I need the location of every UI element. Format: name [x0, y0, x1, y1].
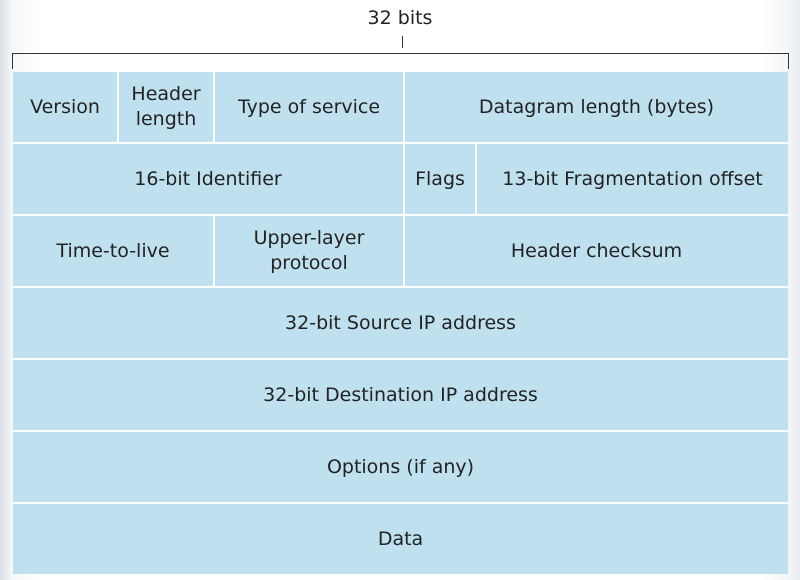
field-time-to-live: Time-to-live	[13, 216, 213, 286]
row-7: Data	[13, 502, 788, 574]
bracket-center-tick	[402, 36, 403, 48]
field-datagram-length: Datagram length (bytes)	[403, 72, 788, 142]
row-5: 32-bit Destination IP address	[13, 358, 788, 430]
field-header-checksum: Header checksum	[403, 216, 788, 286]
row-3: Time-to-live Upper-layer protocol Header…	[13, 214, 788, 286]
field-header-length: Header length	[117, 72, 213, 142]
field-flags: Flags	[403, 144, 475, 214]
row-4: 32-bit Source IP address	[13, 286, 788, 358]
row-6: Options (if any)	[13, 430, 788, 502]
field-fragmentation-offset: 13-bit Fragmentation offset	[475, 144, 788, 214]
field-identifier: 16-bit Identifier	[13, 144, 403, 214]
ip-datagram-format: Version Header length Type of service Da…	[13, 72, 788, 574]
row-1: Version Header length Type of service Da…	[13, 72, 788, 142]
field-type-of-service: Type of service	[213, 72, 403, 142]
row-2: 16-bit Identifier Flags 13-bit Fragmenta…	[13, 142, 788, 214]
width-bracket	[12, 53, 789, 54]
field-options: Options (if any)	[13, 432, 788, 502]
field-upper-layer-protocol: Upper-layer protocol	[213, 216, 403, 286]
width-label: 32 bits	[367, 7, 433, 29]
field-destination-ip: 32-bit Destination IP address	[13, 360, 788, 430]
bracket-left-end	[12, 53, 13, 69]
bracket-right-end	[788, 53, 789, 69]
field-source-ip: 32-bit Source IP address	[13, 288, 788, 358]
field-data: Data	[13, 504, 788, 574]
field-version: Version	[13, 72, 117, 142]
